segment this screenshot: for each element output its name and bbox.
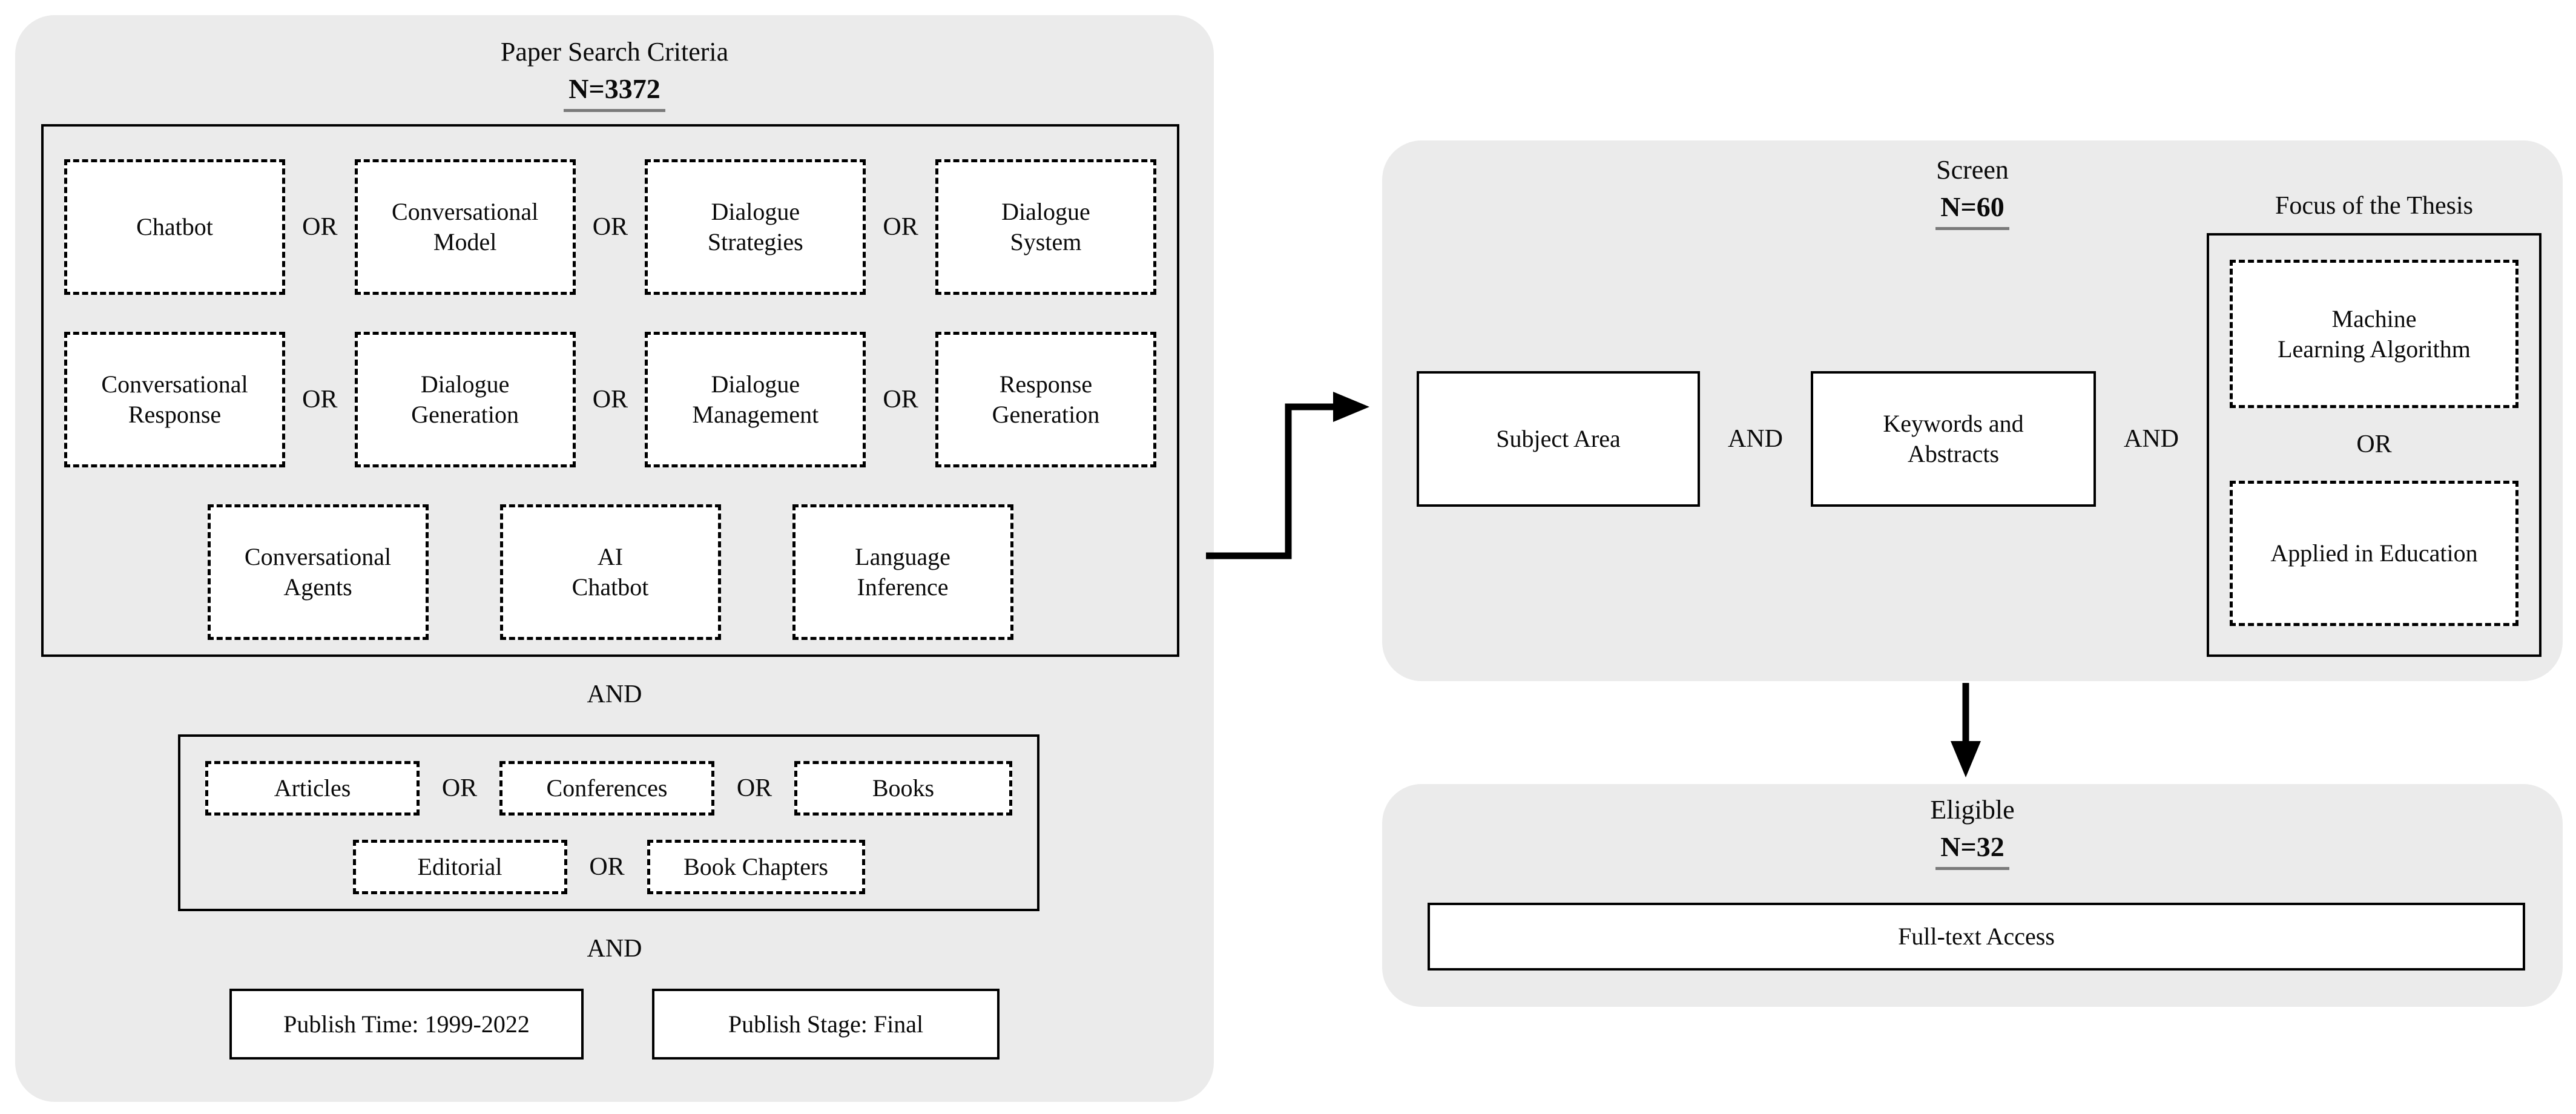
or-operator: OR: [2356, 430, 2392, 458]
criterion-subject-area: Subject Area: [1417, 371, 1700, 507]
and-operator: AND: [1728, 425, 1783, 453]
term-ai-chatbot: AI Chatbot: [499, 504, 721, 640]
or-operator: OR: [883, 213, 918, 241]
pubtype-editorial: Editorial: [352, 840, 567, 894]
criterion-keywords-abstracts: Keywords and Abstracts: [1811, 371, 2096, 507]
focus-applied-in-education: Applied in Education: [2230, 481, 2518, 626]
publication-types-box: Articles OR Conferences OR Books Editori…: [178, 734, 1039, 911]
publish-filters-row: Publish Time: 1999-2022 Publish Stage: F…: [15, 989, 1214, 1060]
term-conversational-model: Conversational Model: [354, 159, 576, 295]
focus-machine-learning-algorithm: Machine Learning Algorithm: [2230, 260, 2518, 408]
or-operator: OR: [302, 213, 338, 241]
pubtype-books: Books: [794, 761, 1012, 816]
or-operator: OR: [441, 774, 478, 802]
left-panel-title: Paper Search Criteria: [500, 37, 729, 67]
screen-header: Screen N=60: [1382, 155, 2563, 230]
term-conversational-response: Conversational Response: [64, 332, 285, 467]
filter-publish-time: Publish Time: 1999-2022: [229, 989, 584, 1060]
arrow-search-to-screen: [1206, 392, 1369, 559]
search-terms-row-3: Conversational Agents AI Chatbot Languag…: [64, 504, 1156, 640]
or-operator: OR: [302, 386, 338, 414]
eligible-title: Eligible: [1930, 795, 2015, 825]
or-operator: OR: [736, 774, 772, 802]
eligible-panel: Eligible N=32 Full-text Access: [1382, 784, 2563, 1007]
search-terms-box: Chatbot OR Conversational Model OR Dialo…: [41, 124, 1179, 657]
or-operator: OR: [883, 386, 918, 414]
and-operator: AND: [587, 935, 642, 963]
search-terms-row-2: Conversational Response OR Dialogue Gene…: [64, 332, 1156, 467]
search-terms-row-1: Chatbot OR Conversational Model OR Dialo…: [64, 159, 1156, 295]
publication-types-row-1: Articles OR Conferences OR Books: [180, 761, 1037, 816]
eligible-header: Eligible N=32: [1382, 795, 2563, 870]
pubtype-articles: Articles: [205, 761, 420, 816]
term-language-inference: Language Inference: [792, 504, 1013, 640]
term-response-generation: Response Generation: [935, 332, 1156, 467]
and-operator: AND: [2124, 425, 2179, 453]
term-dialogue-management: Dialogue Management: [645, 332, 866, 467]
term-chatbot: Chatbot: [64, 159, 285, 295]
or-operator: OR: [589, 853, 625, 881]
focus-of-thesis-box: Machine Learning Algorithm OR Applied in…: [2207, 233, 2541, 657]
filter-publish-stage: Publish Stage: Final: [652, 989, 1000, 1060]
criterion-fulltext-access: Full-text Access: [1428, 903, 2525, 971]
left-panel-count: N=3372: [15, 73, 1214, 112]
and-operator: AND: [587, 681, 642, 708]
paper-search-criteria-panel: Paper Search Criteria N=3372 Chatbot OR …: [15, 15, 1214, 1102]
pubtype-conferences: Conferences: [499, 761, 714, 816]
term-dialogue-strategies: Dialogue Strategies: [645, 159, 866, 295]
eligible-count: N=32: [1382, 831, 2563, 870]
screen-title: Screen: [1936, 155, 2009, 185]
publication-types-row-2: Editorial OR Book Chapters: [180, 840, 1037, 894]
or-operator: OR: [592, 213, 628, 241]
or-operator: OR: [592, 386, 628, 414]
term-dialogue-system: Dialogue System: [935, 159, 1156, 295]
paper-search-criteria-header: Paper Search Criteria N=3372: [15, 37, 1214, 112]
pubtype-book-chapters: Book Chapters: [647, 840, 865, 894]
screen-count: N=60: [1382, 191, 2563, 230]
term-dialogue-generation: Dialogue Generation: [354, 332, 576, 467]
term-conversational-agents: Conversational Agents: [207, 504, 429, 640]
focus-of-thesis-label: Focus of the Thesis: [2275, 192, 2474, 220]
screen-panel: Screen N=60 Focus of the Thesis Subject …: [1382, 140, 2563, 681]
